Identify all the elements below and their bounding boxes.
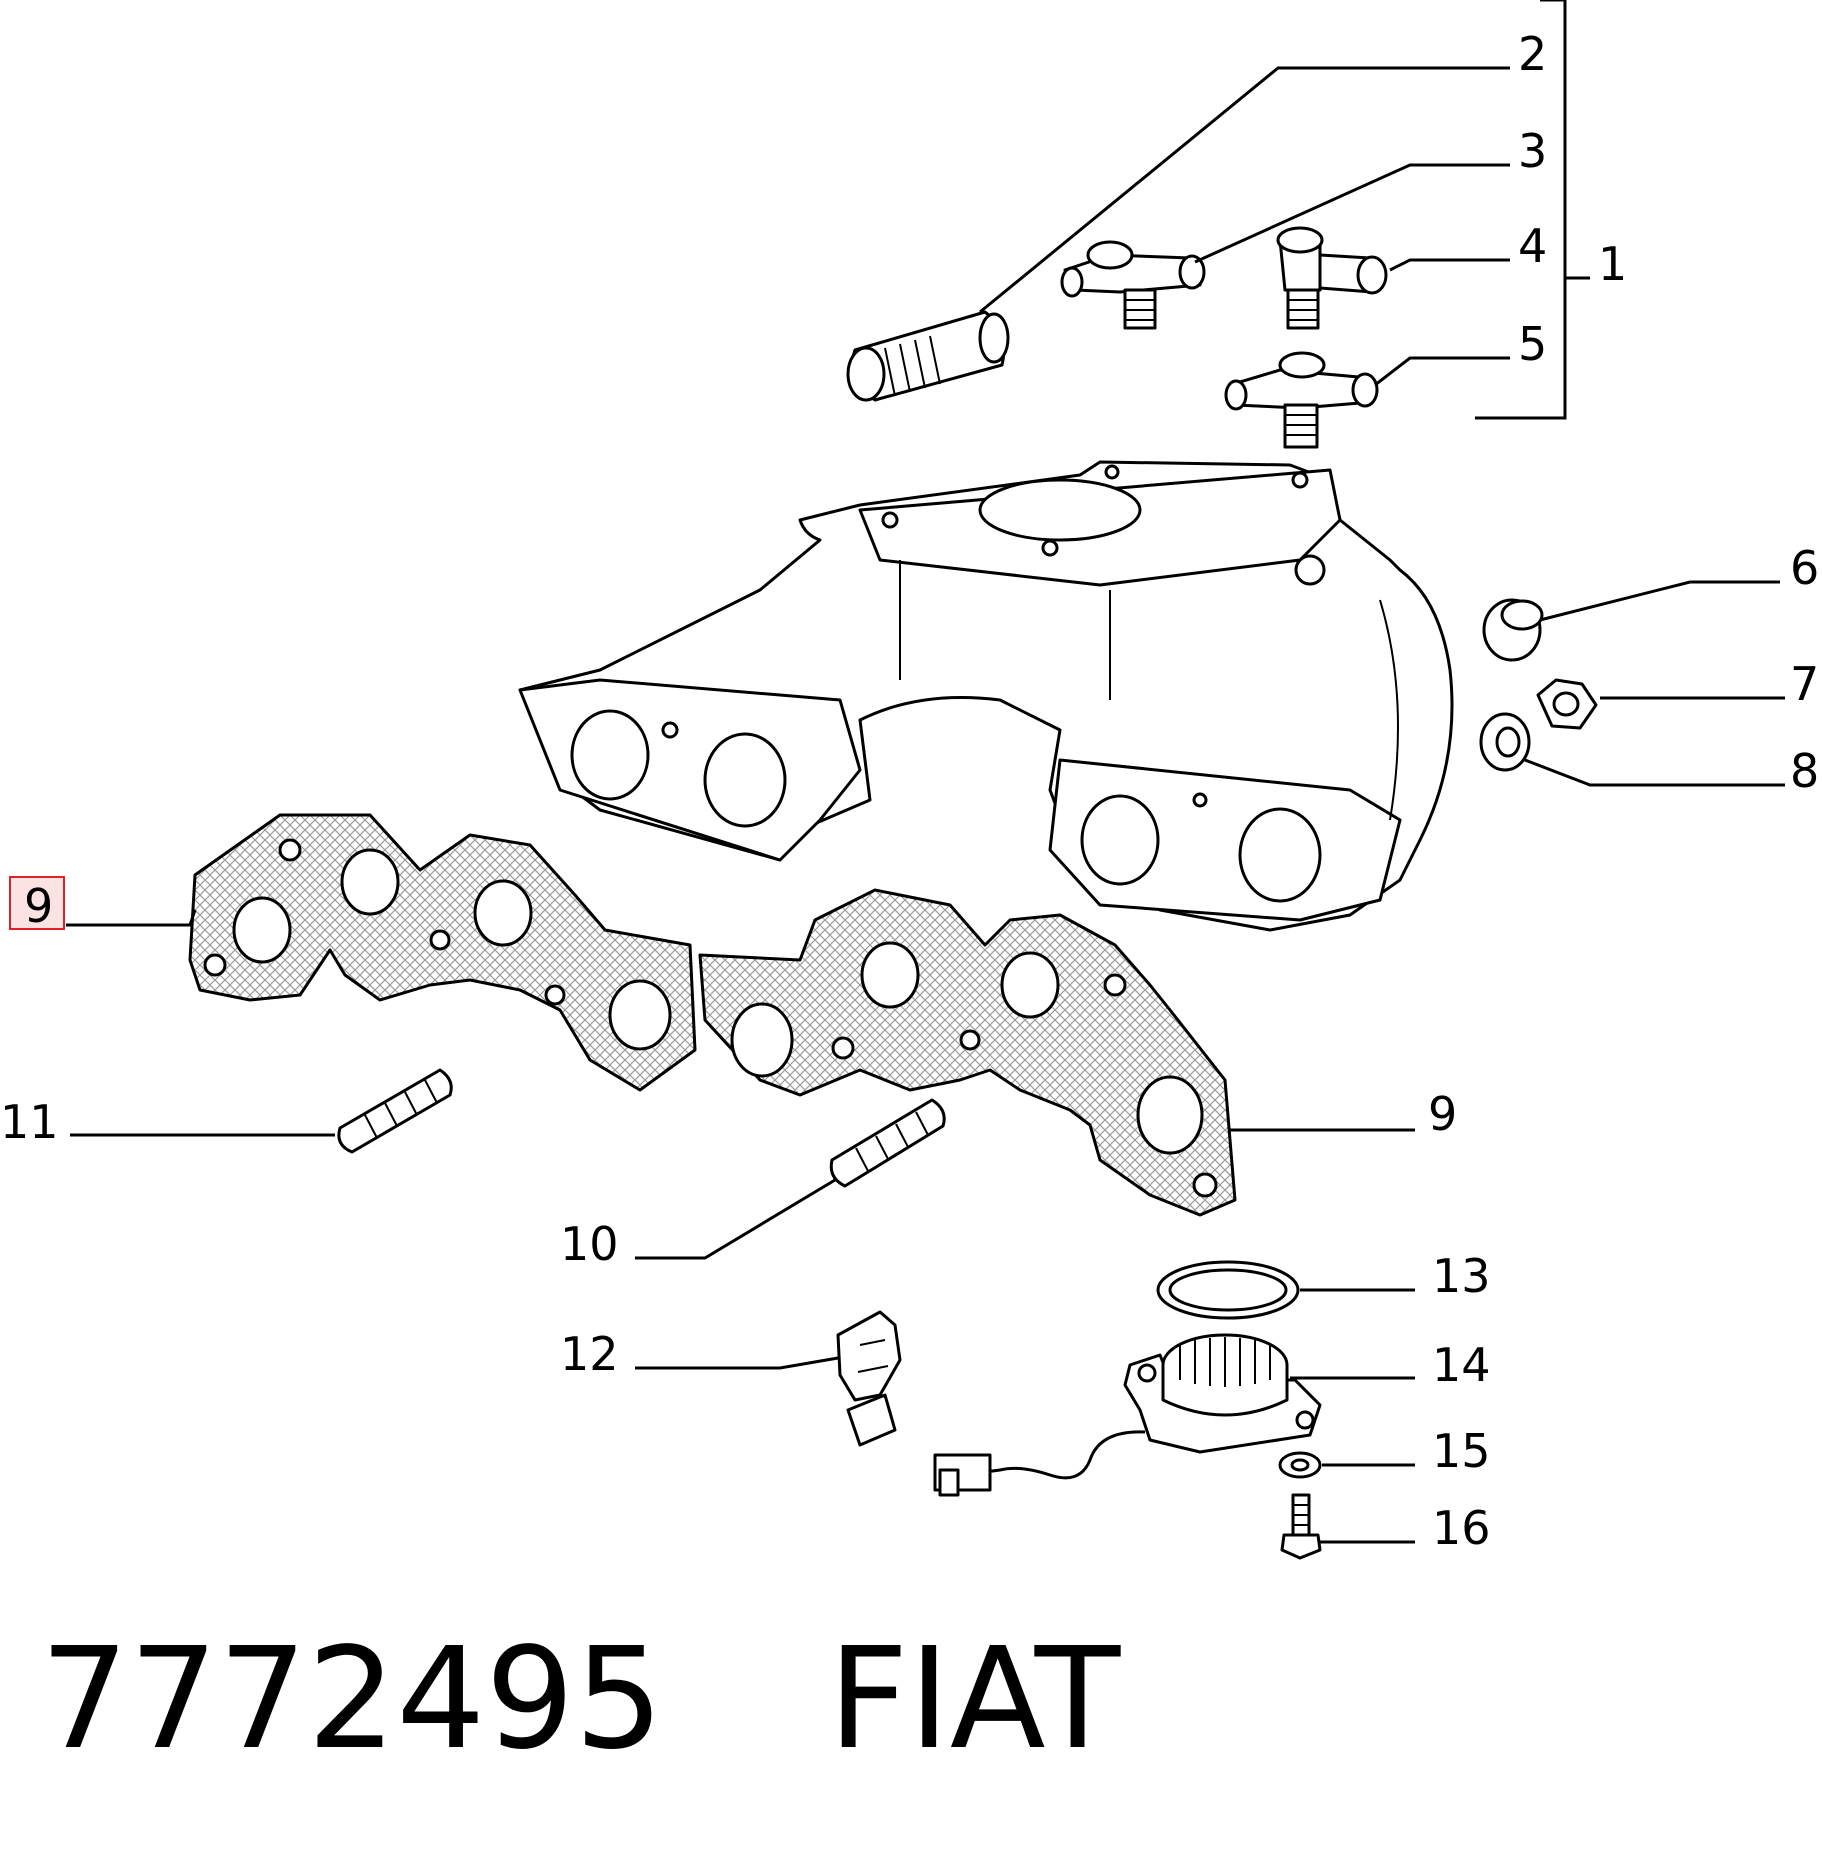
part-6-plug[interactable] bbox=[1482, 598, 1544, 662]
callout-8: 8 bbox=[1790, 744, 1819, 798]
callout-9-right: 9 bbox=[1428, 1087, 1457, 1141]
part-11-stud[interactable] bbox=[337, 1068, 453, 1154]
callout-1: 1 bbox=[1598, 237, 1627, 291]
callout-14: 14 bbox=[1432, 1338, 1491, 1392]
assembly-bracket bbox=[1475, 0, 1590, 420]
callout-2: 2 bbox=[1518, 27, 1547, 81]
part-7-nut[interactable] bbox=[1536, 678, 1598, 730]
leader-8 bbox=[1524, 758, 1785, 787]
part-2-threaded-pipe[interactable] bbox=[846, 310, 1010, 402]
part-9-manifold-gasket[interactable] bbox=[188, 813, 1237, 1217]
part-8-washer[interactable] bbox=[1479, 712, 1531, 772]
part-5-cross-fitting[interactable] bbox=[1224, 351, 1379, 449]
part-caption: 7772495 FIAT bbox=[40, 1620, 1120, 1780]
part-10-stud[interactable] bbox=[829, 1098, 946, 1188]
callout-5: 5 bbox=[1518, 317, 1547, 371]
callout-4: 4 bbox=[1518, 219, 1547, 273]
callout-16: 16 bbox=[1432, 1501, 1491, 1555]
leader-5 bbox=[1374, 356, 1510, 387]
callout-3: 3 bbox=[1518, 124, 1547, 178]
leader-2 bbox=[979, 66, 1510, 314]
part-number: 7772495 bbox=[40, 1618, 664, 1781]
brand-name: FIAT bbox=[828, 1618, 1121, 1781]
highlight-box bbox=[9, 876, 65, 930]
callout-9-left[interactable]: 9 bbox=[24, 879, 53, 933]
part-15-washer[interactable] bbox=[1278, 1451, 1322, 1479]
callout-11: 11 bbox=[0, 1095, 59, 1149]
leader-9-left bbox=[66, 909, 197, 927]
callout-13: 13 bbox=[1432, 1249, 1491, 1303]
callout-12: 12 bbox=[560, 1327, 619, 1381]
part-16-bolt[interactable] bbox=[1280, 1493, 1322, 1560]
callout-7: 7 bbox=[1790, 657, 1819, 711]
callout-15: 15 bbox=[1432, 1424, 1491, 1478]
leader-4 bbox=[1389, 258, 1510, 272]
callout-10: 10 bbox=[560, 1217, 619, 1271]
leader-10 bbox=[635, 1178, 836, 1260]
leader-3 bbox=[1194, 163, 1510, 264]
part-14-sensor-unit[interactable] bbox=[933, 1333, 1322, 1497]
part-1-intake-manifold[interactable] bbox=[518, 460, 1454, 932]
part-12-clip[interactable] bbox=[836, 1310, 902, 1447]
leader-6 bbox=[1539, 580, 1780, 622]
part-13-o-ring[interactable] bbox=[1156, 1260, 1300, 1320]
part-4-elbow-fitting[interactable] bbox=[1276, 226, 1388, 330]
callout-6: 6 bbox=[1790, 541, 1819, 595]
part-3-tee-fitting[interactable] bbox=[1060, 240, 1206, 330]
leader-12 bbox=[635, 1356, 839, 1370]
